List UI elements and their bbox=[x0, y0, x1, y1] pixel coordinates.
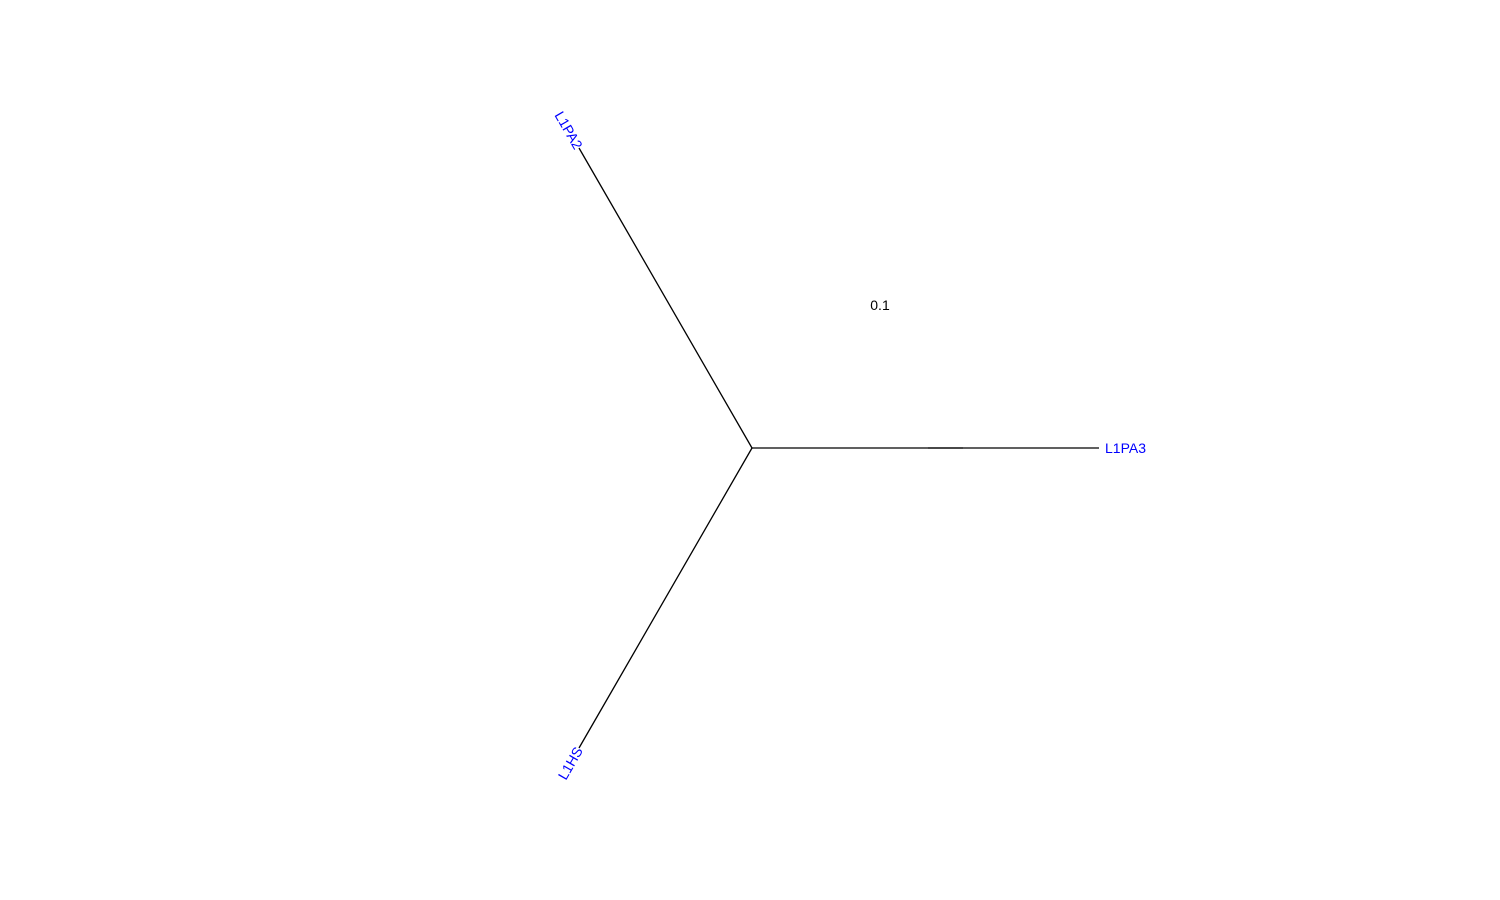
branches bbox=[578, 147, 1099, 749]
tip-labels: L1PA2 L1PA3 L1HS bbox=[552, 108, 1147, 782]
tip-label-l1pa3: L1PA3 bbox=[1105, 440, 1146, 456]
scale-bar-label: 0.1 bbox=[870, 297, 890, 313]
branch-l1pa2 bbox=[578, 147, 753, 449]
tip-label-l1pa2: L1PA2 bbox=[552, 108, 586, 152]
branch-l1hs bbox=[578, 447, 753, 749]
tip-label-l1hs: L1HS bbox=[555, 744, 586, 782]
scale-bar: 0.1 bbox=[870, 297, 963, 449]
